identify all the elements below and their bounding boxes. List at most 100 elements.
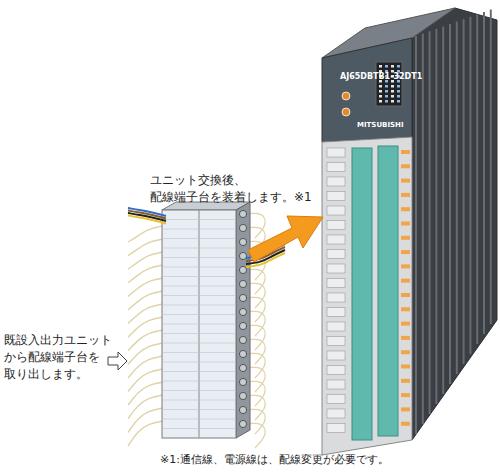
led [397,100,400,103]
wire [128,291,163,310]
led [391,65,394,68]
terminal-mark [327,192,345,201]
terminal-mark [327,409,345,418]
callout-text: 既設入出力ユニット から配線端子台を 取り出します。 [4,332,122,382]
led-group [379,65,400,103]
cell-line [162,257,236,258]
cell-line [162,419,236,420]
cell-line [162,362,236,363]
cell-line [162,390,236,391]
terminal-mark [401,179,410,183]
screw [239,364,246,371]
wire [128,304,163,324]
terminal-mark [327,206,345,215]
terminal-cells [162,220,236,439]
led [397,85,400,88]
cell-line [162,352,236,353]
cell-line [162,400,236,401]
fin [435,29,437,404]
terminal-mark [401,264,410,268]
terminal-mark [401,322,410,326]
terminal-mark [401,164,410,168]
brand-name: MITSUBISHI [357,121,427,131]
screw [239,266,246,273]
cell-line [162,438,236,439]
led [379,100,382,103]
terminal-cover [352,148,372,440]
led [391,100,394,103]
led [385,90,388,93]
terminal-mark [327,380,345,389]
screw [239,224,246,231]
terminal-mark [401,407,410,411]
screw [239,294,246,301]
terminal-mark [401,350,410,354]
led [385,85,388,88]
cell-line [162,248,236,249]
fin [490,10,492,324]
terminal-mark [327,279,345,288]
wire [128,395,163,419]
screw [239,392,246,399]
terminal-mark [401,279,410,283]
block-side [236,202,250,438]
terminal-screws [239,210,246,427]
screw [239,238,246,245]
terminal-mark [401,222,410,226]
cell-line [162,305,236,306]
wire [128,382,163,405]
terminal-mark [327,366,345,375]
cell-line [162,381,236,382]
terminal-mark [327,395,345,404]
terminal-cover [378,146,398,436]
led [391,85,394,88]
led [385,100,388,103]
fin [456,22,458,374]
heat-sink-fins [416,10,491,434]
screw [239,252,246,259]
terminal-mark [401,379,410,383]
led [391,90,394,93]
cell-line [162,428,236,429]
wire [128,408,163,432]
terminal-mark [401,250,410,254]
fin [415,36,417,434]
screw [239,322,246,329]
led [379,95,382,98]
terminal-mark [327,264,345,273]
led [391,95,394,98]
cell-line [162,219,236,220]
screw [239,280,246,287]
terminal-mark [401,236,410,240]
led-panel [376,62,402,106]
rotary-switch [342,108,350,116]
wire [128,278,163,296]
cell-line [162,286,236,287]
io-module [322,8,497,455]
terminal-mark [327,322,345,331]
screw [239,336,246,343]
terminal-mark [401,150,410,154]
cell-line [162,314,236,315]
screw [239,420,246,427]
terminal-mark [327,351,345,360]
fin [469,17,471,354]
screw [239,210,246,217]
cell-line [162,295,236,296]
footnote: ※1:通信線、電源線は、配線変更が必要です。 [160,452,490,467]
terminal-mark [401,193,410,197]
fin [442,26,444,394]
terminal-mark [401,207,410,211]
cell-line [162,238,236,239]
terminal-mark [327,221,345,230]
cell-line [162,409,236,410]
wire [128,317,163,337]
hollow-arrow [108,352,127,370]
terminal-mark [327,235,345,244]
wire [128,265,163,283]
cell-line [162,267,236,268]
cell-line [162,324,236,325]
terminal-mark [327,337,345,346]
